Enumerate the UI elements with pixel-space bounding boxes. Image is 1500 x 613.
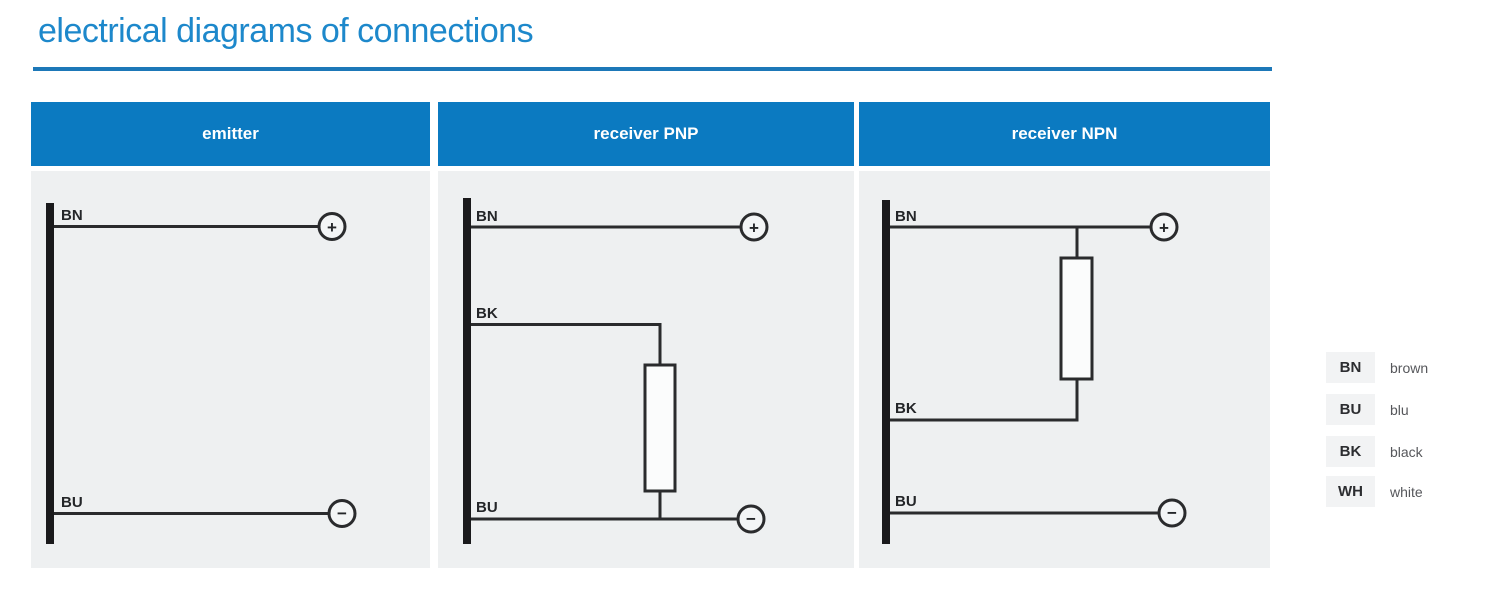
legend-name-black: black bbox=[1390, 443, 1423, 460]
wire-label-bu: BU bbox=[61, 494, 83, 511]
terminal-minus-sign: − bbox=[746, 510, 756, 529]
wire-label-bu: BU bbox=[476, 499, 498, 516]
terminal-plus-sign: + bbox=[1159, 219, 1169, 238]
terminal-plus-ring bbox=[1149, 212, 1179, 242]
legend-code-wh: WH bbox=[1326, 476, 1375, 507]
supply-rail bbox=[882, 200, 890, 544]
panel-receiver-pnp: BN + BK BU − bbox=[438, 171, 854, 568]
panel-header-emitter: emitter bbox=[31, 102, 430, 166]
legend-code-bu: BU bbox=[1326, 394, 1375, 425]
wire-bk bbox=[471, 323, 662, 365]
wire-label-bn: BN bbox=[476, 208, 498, 225]
wire-label-bk: BK bbox=[476, 305, 498, 322]
wire-label-bn: BN bbox=[895, 208, 917, 225]
wire-label-bk: BK bbox=[895, 400, 917, 417]
wire-bk bbox=[890, 418, 1079, 422]
terminal-plus-ring bbox=[317, 212, 347, 241]
legend-row-wh: WH white bbox=[1326, 476, 1486, 507]
terminal-plus-ring bbox=[739, 212, 769, 242]
terminal-minus-sign: − bbox=[1167, 504, 1177, 523]
title-underline bbox=[33, 67, 1272, 71]
terminal-plus-sign: + bbox=[749, 219, 759, 238]
supply-rail bbox=[46, 203, 54, 544]
supply-rail bbox=[463, 198, 471, 544]
wire-label-bu: BU bbox=[895, 493, 917, 510]
legend-row-bn: BN brown bbox=[1326, 352, 1486, 383]
terminal-plus-sign: + bbox=[327, 218, 337, 237]
receiver-pnp-diagram: BN + BK BU − bbox=[463, 198, 769, 544]
legend-name-blu: blu bbox=[1390, 401, 1409, 418]
page-title: electrical diagrams of connections bbox=[38, 12, 534, 50]
terminal-minus-ring bbox=[327, 499, 357, 528]
terminal-minus-sign: − bbox=[337, 504, 347, 523]
terminal-minus-ring bbox=[1157, 498, 1187, 528]
legend-name-brown: brown bbox=[1390, 359, 1429, 376]
legend-name-white: white bbox=[1390, 483, 1423, 500]
panel-receiver-npn: BN + BK BU − bbox=[859, 171, 1270, 568]
legend-code-bn: BN bbox=[1326, 352, 1375, 383]
panel-header-receiver-npn: receiver NPN bbox=[859, 102, 1270, 166]
terminal-minus-ring bbox=[736, 504, 766, 534]
receiver-npn-diagram: BN + BK BU − bbox=[882, 200, 1187, 544]
legend-row-bu: BU blu bbox=[1326, 394, 1486, 425]
load-resistor bbox=[643, 363, 677, 493]
legend-code-bk: BK bbox=[1326, 436, 1375, 467]
legend-row-bk: BK black bbox=[1326, 436, 1486, 467]
load-resistor bbox=[1059, 256, 1094, 381]
panel-emitter: BN + BU − bbox=[31, 171, 430, 568]
panel-header-receiver-pnp: receiver PNP bbox=[438, 102, 854, 166]
wire-label-bn: BN bbox=[61, 207, 83, 224]
emitter-diagram: BN + BU − bbox=[46, 203, 357, 544]
